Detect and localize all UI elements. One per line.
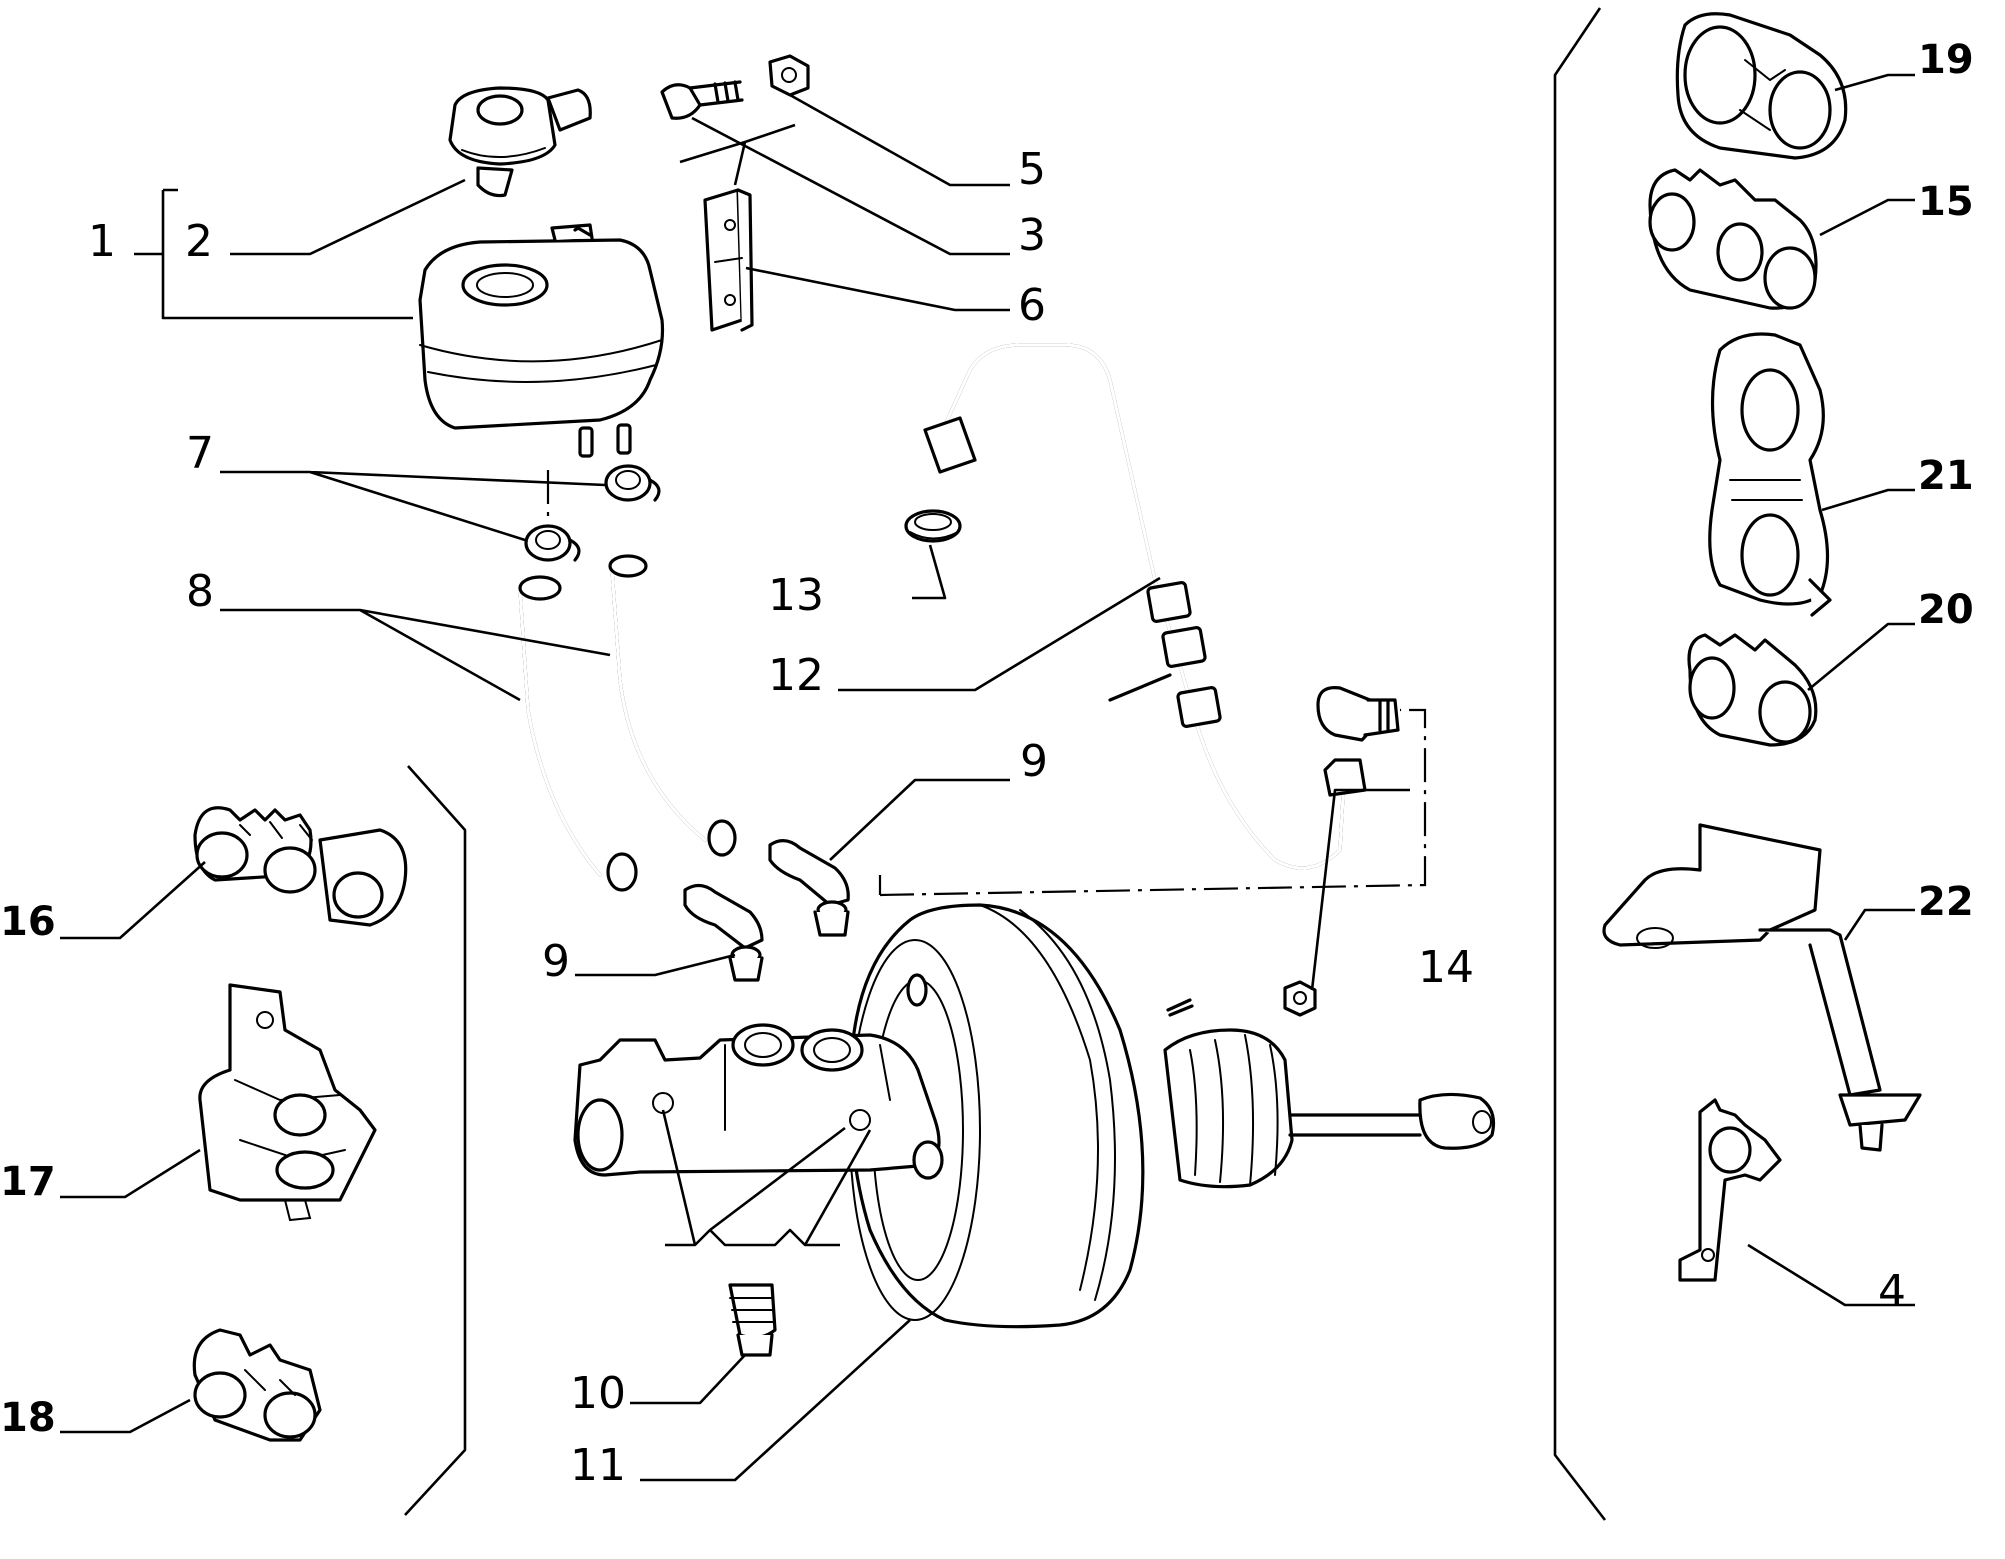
pipe-clip-4 (1678, 1098, 1782, 1282)
callout-22: 22 (1918, 879, 1974, 925)
callout-17: 17 (0, 1159, 56, 1205)
callout-12: 12 (768, 650, 824, 701)
callout-7: 7 (186, 428, 214, 479)
left-divider (404, 765, 467, 1516)
bolt (660, 80, 744, 120)
pipe-clip-triple-left (193, 806, 408, 927)
callout-8: 8 (186, 566, 214, 617)
reservoir-cap (448, 86, 592, 198)
callout-6: 6 (1018, 280, 1046, 331)
callout-19: 19 (1918, 37, 1974, 83)
servo-nut (1283, 980, 1317, 1017)
brake-servo (848, 903, 1496, 1329)
hose-clip (904, 509, 962, 543)
mounting-bracket (703, 188, 754, 332)
pipe-clip-15 (1648, 168, 1818, 310)
callout-3: 3 (1018, 210, 1046, 261)
callout-1: 1 (88, 216, 116, 267)
callout-9-upper: 9 (1020, 736, 1048, 787)
callout-4: 4 (1878, 1266, 1906, 1317)
leader-lines (60, 73, 1915, 1482)
callout-2: 2 (185, 216, 213, 267)
pipe-clip-21 (1708, 332, 1832, 617)
callout-5: 5 (1018, 144, 1046, 195)
callout-15: 15 (1918, 179, 1974, 225)
callout-20: 20 (1918, 587, 1974, 633)
nut (768, 54, 810, 97)
reservoir-hose (518, 554, 737, 892)
callout-18: 18 (0, 1395, 56, 1441)
vacuum-hose (923, 343, 1400, 870)
support-bracket (1602, 823, 1922, 1152)
callout-21: 21 (1918, 453, 1974, 499)
bracket-clip-left (198, 983, 377, 1222)
elbow-fitting (683, 839, 850, 982)
callout-10: 10 (570, 1368, 626, 1419)
callout-13: 13 (768, 570, 824, 621)
fluid-reservoir (418, 223, 665, 458)
bleed-nipple (728, 1283, 777, 1357)
pipe-clip-double-left (192, 1328, 322, 1442)
callout-9-lower: 9 (542, 936, 570, 987)
hose-clamp (524, 464, 661, 562)
callout-11: 11 (570, 1440, 626, 1491)
right-divider (1553, 7, 1607, 1521)
pipe-clip-20 (1687, 633, 1818, 747)
master-cylinder (573, 1023, 944, 1180)
callout-16: 16 (0, 899, 56, 945)
pipe-clip-19 (1675, 12, 1848, 160)
callout-14: 14 (1418, 942, 1474, 993)
